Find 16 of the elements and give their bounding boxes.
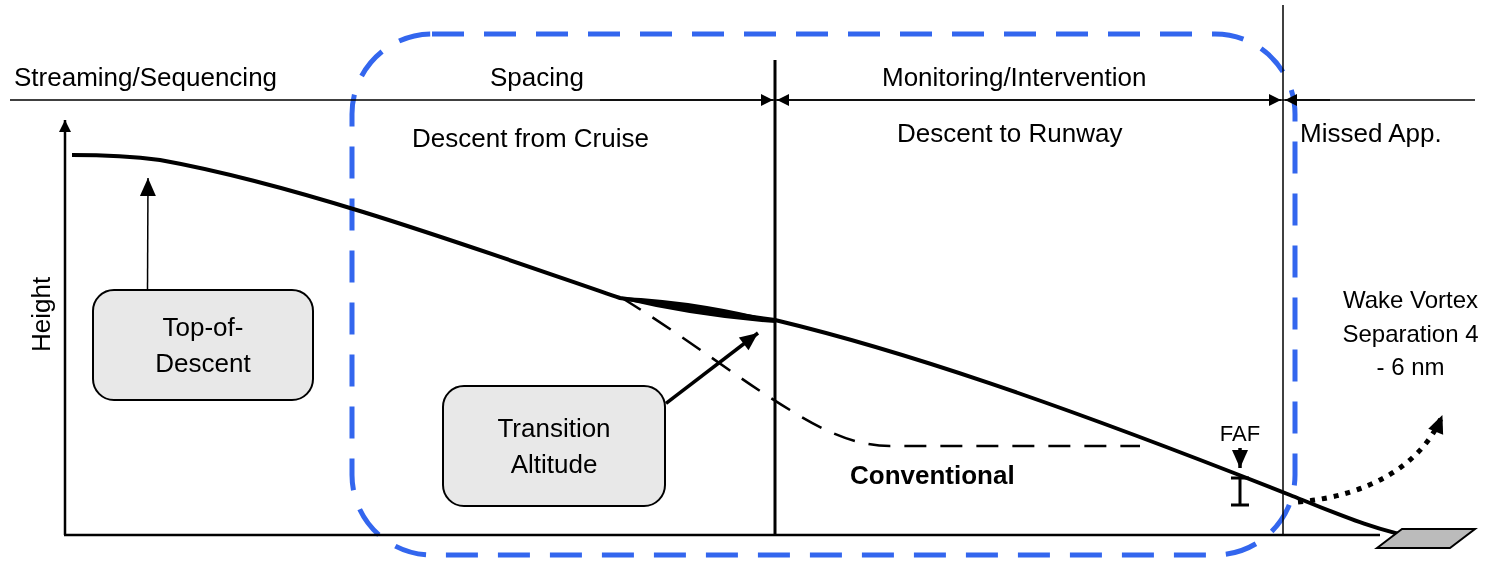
annotation-text: Wake Vortex Separation 4 - 6 nm <box>1338 283 1483 415</box>
process-box: Transition Altitude <box>442 385 666 507</box>
fix-label: FAF <box>1215 420 1265 448</box>
profile-label: Conventional <box>850 460 1015 492</box>
arrow <box>1232 448 1248 468</box>
arrow <box>139 177 156 290</box>
phase-label: Monitoring/Intervention <box>882 62 1147 94</box>
arrow <box>664 331 760 405</box>
segment-label: Descent from Cruise <box>412 123 649 155</box>
segment-label: Missed App. <box>1300 118 1442 150</box>
process-box: Top-of-Descent <box>92 289 314 401</box>
phase-label: Spacing <box>490 62 584 94</box>
axis-label: Height <box>26 276 57 352</box>
phase-label: Streaming/Sequencing <box>14 62 278 94</box>
arrow <box>1297 413 1445 505</box>
segment-label: Descent to Runway <box>897 118 1123 150</box>
